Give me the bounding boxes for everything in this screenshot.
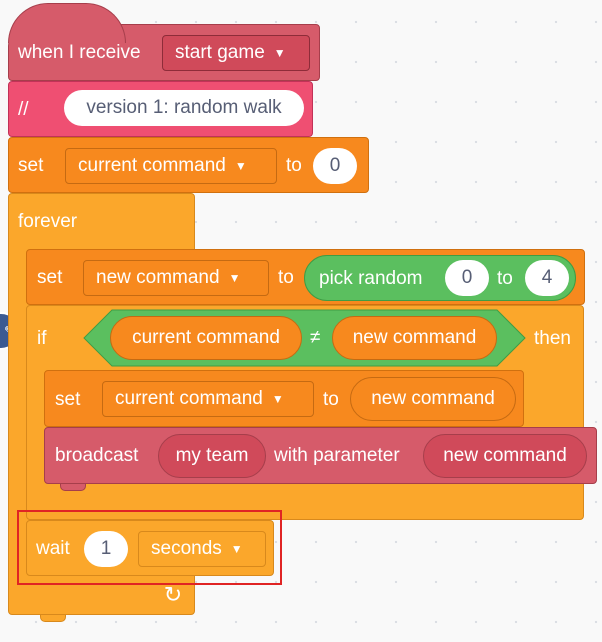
param-value: new command [443, 445, 567, 466]
random-from-input[interactable]: 0 [445, 260, 489, 296]
comment-text: version 1: random walk [86, 97, 282, 118]
if-label: if [37, 328, 47, 349]
random-to-label: to [497, 268, 513, 289]
block-notch [40, 615, 66, 622]
chevron-down-icon: ▼ [230, 542, 243, 556]
pick-random-reporter[interactable]: pick random 0 to 4 [304, 255, 576, 301]
forever-loop-icon: ↻ [160, 582, 186, 608]
broadcast-block[interactable]: broadcast my team with parameter new com… [44, 427, 597, 484]
broadcast-param-reporter[interactable]: new command [423, 434, 587, 478]
set-label: set [55, 389, 81, 410]
to-label: to [278, 267, 294, 288]
chevron-down-icon: ▼ [228, 271, 241, 285]
message-dropdown[interactable]: start game ▼ [162, 35, 310, 71]
variable-dropdown[interactable]: current command ▼ [102, 381, 314, 417]
condition-right-reporter[interactable]: new command [332, 316, 497, 360]
value-input[interactable]: 0 [313, 148, 357, 184]
then-label: then [534, 328, 571, 349]
wait-block[interactable]: wait 1 seconds ▼ [26, 520, 274, 576]
to-label: to [323, 389, 339, 410]
value-text: new command [371, 388, 495, 409]
broadcast-message-reporter[interactable]: my team [158, 434, 266, 478]
right-operand: new command [352, 327, 477, 348]
variable-name: new command [96, 267, 220, 288]
set-random-block[interactable]: set new command ▼ to pick random 0 to 4 [26, 249, 585, 305]
value-reporter[interactable]: new command [350, 377, 516, 421]
wait-value: 1 [100, 538, 112, 559]
with-parameter-label: with parameter [274, 445, 400, 466]
pick-random-label: pick random [319, 268, 423, 289]
comment-prefix: // [18, 99, 29, 120]
time-unit-dropdown[interactable]: seconds ▼ [138, 531, 266, 567]
set-current-block[interactable]: set current command ▼ to new command [44, 370, 524, 427]
time-unit: seconds [151, 538, 222, 559]
wait-value-input[interactable]: 1 [84, 531, 128, 567]
comment-text-field[interactable]: version 1: random walk [64, 90, 304, 126]
loop-arrow-icon: ↻ [163, 582, 183, 607]
set-label: set [18, 155, 44, 176]
chevron-down-icon: ▼ [273, 46, 286, 60]
variable-dropdown[interactable]: current command ▼ [65, 148, 277, 184]
hat-cap [8, 3, 126, 43]
condition-left-reporter[interactable]: current command [110, 316, 302, 360]
wait-label: wait [36, 538, 70, 559]
block-notch [60, 484, 86, 491]
random-to-input[interactable]: 4 [525, 260, 569, 296]
chevron-down-icon: ▼ [234, 159, 247, 173]
forever-label: forever [18, 211, 78, 232]
to-label: to [286, 155, 302, 176]
set-variable-block[interactable]: set current command ▼ to 0 [8, 137, 369, 193]
value-text: 0 [329, 155, 341, 176]
comment-block[interactable]: // version 1: random walk [8, 81, 313, 137]
broadcast-label: broadcast [55, 445, 139, 466]
variable-name: current command [78, 155, 226, 176]
to-value: 4 [541, 267, 553, 288]
hat-label: when I receive [18, 42, 141, 63]
left-operand: current command [132, 327, 280, 348]
set-label: set [37, 267, 63, 288]
variable-dropdown[interactable]: new command ▼ [83, 260, 269, 296]
from-value: 0 [461, 267, 473, 288]
message-value: my team [175, 445, 249, 466]
chevron-down-icon: ▼ [271, 392, 284, 406]
not-equal-operator: ≠ [310, 327, 321, 348]
variable-name: current command [115, 388, 263, 409]
message-value: start game [175, 42, 265, 63]
highlight-box [17, 510, 282, 585]
